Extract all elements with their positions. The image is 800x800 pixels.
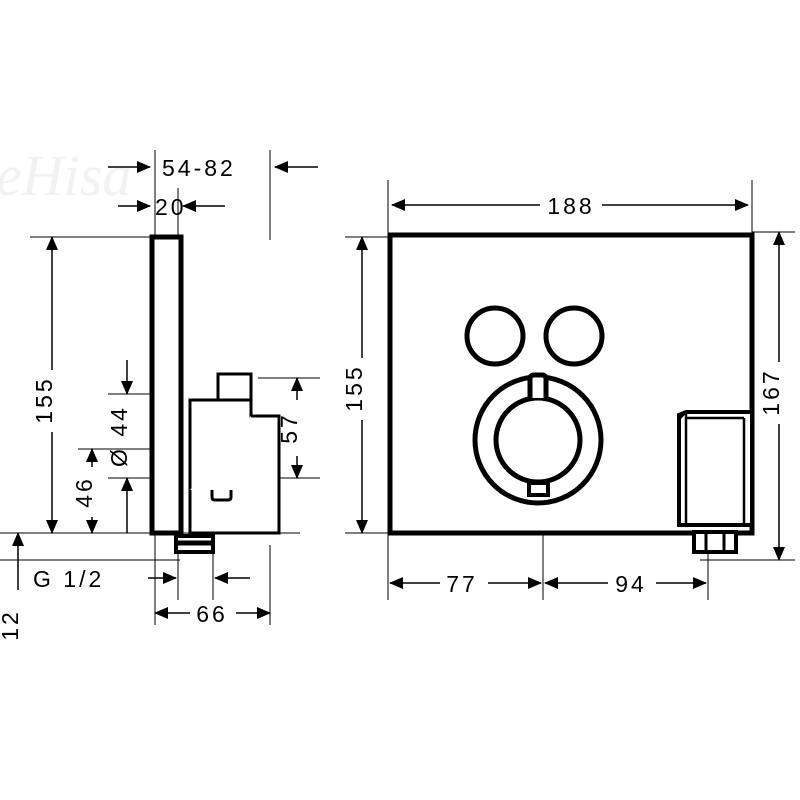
dim-66: 66 [154, 601, 271, 627]
dim-g12-label: G 1/2 [33, 566, 104, 592]
dim-57-label: 57 [276, 412, 302, 444]
left-view-group: 54-82 20 155 155 46 [0, 150, 320, 641]
right-wall-bracket [677, 410, 754, 554]
left-cartridge-block [188, 372, 281, 535]
handle-top-key [527, 372, 549, 398]
dim-155-left: 155 155 [31, 236, 62, 534]
handle-bottom-key [527, 481, 550, 497]
dim-44: Ø 44 [106, 360, 133, 533]
dim-20: 20 [118, 194, 225, 220]
dim-167: 167 [758, 231, 789, 561]
dim-155-right-label: 155 [341, 364, 367, 411]
select-button-left [464, 305, 526, 367]
right-select-buttons [464, 305, 605, 367]
dim-46-label: 46 [71, 476, 97, 508]
dim-155-left-label-top: 155 [31, 376, 57, 423]
dim-54-82: 54-82 [108, 155, 318, 181]
bracket-body [677, 410, 754, 527]
select-button-right [543, 305, 605, 367]
bracket-chamfer [678, 411, 687, 420]
dim-94: 94 [544, 571, 707, 597]
dim-188-label: 188 [547, 193, 594, 219]
dim-77: 77 [389, 571, 542, 597]
watermark-text: eHisa [0, 143, 131, 208]
bracket-hex-nut [692, 530, 738, 554]
dim-167-label: 167 [758, 368, 784, 415]
dim-94-label: 94 [615, 571, 647, 597]
dim-44-label: Ø 44 [106, 405, 132, 467]
right-view-group: 188 155 167 77 [341, 180, 795, 600]
dim-12: 12 [0, 532, 24, 641]
dim-54-82-label: 54-82 [162, 155, 236, 181]
left-outlet-nipple [174, 534, 215, 554]
dim-12-label: 12 [0, 609, 23, 641]
right-thermostat-handle [472, 372, 604, 506]
handle-inner-ring [493, 395, 583, 485]
dim-66-label: 66 [196, 601, 228, 627]
dim-155-right: 155 [341, 236, 372, 534]
left-wall-plate [149, 234, 184, 536]
dim-46: 46 [71, 448, 102, 534]
dim-20-label: 20 [155, 194, 187, 220]
dim-57: 57 [276, 377, 307, 479]
dim-188: 188 [391, 193, 749, 219]
dim-g12: G 1/2 [33, 566, 250, 592]
watermark: eHisa [0, 143, 131, 208]
dim-77-label: 77 [446, 571, 478, 597]
